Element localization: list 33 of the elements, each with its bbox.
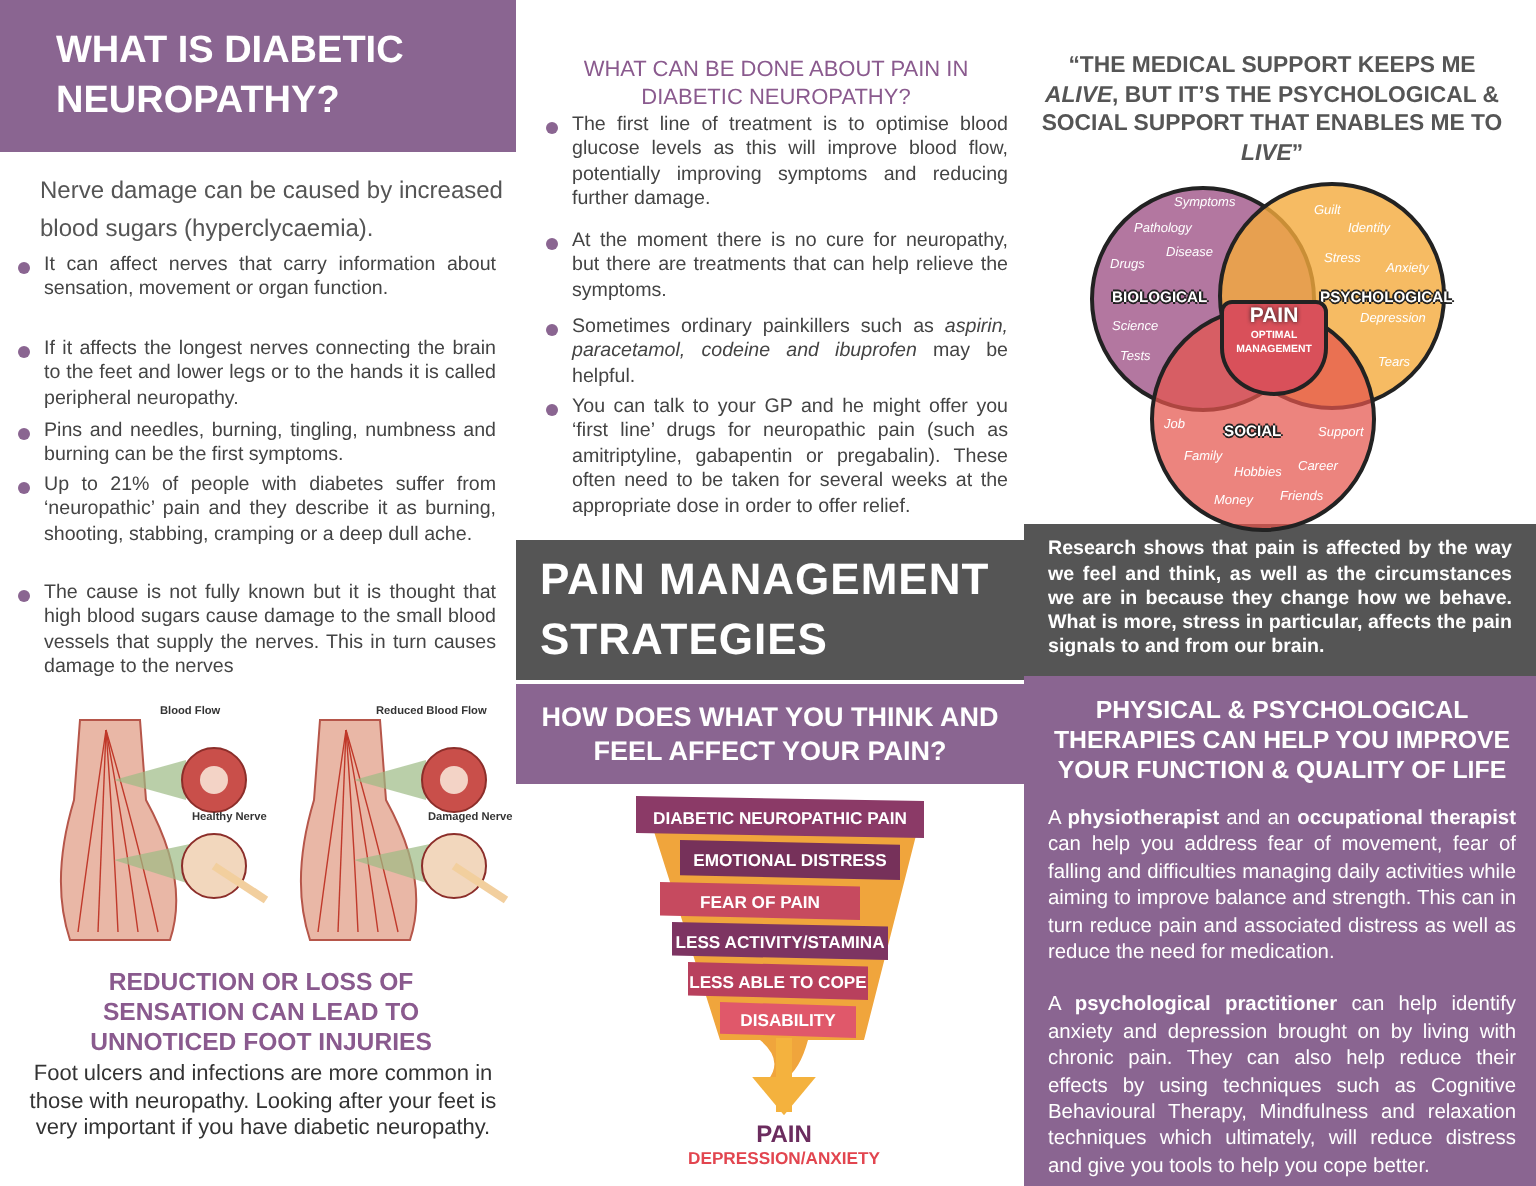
outcome-text: DEPRESSION/ANXIETY	[686, 1148, 882, 1168]
panel-paragraph: A psychological practitioner can help identify anxiety and depression brought on by living with chronic pain. They can also help reduce their effects by using techniques such as Cognitive Behavioural Therapy, Mindfulness and relaxation techniques which ultimately, will reduce distress and give you tools to help you cope better.	[1048, 992, 1516, 1181]
funnel-band: LESS ACTIVITY/STAMINA	[672, 922, 888, 960]
bullet-item: The first line of treatment is to optimise blood glucose levels as this will improve blood flow, potentially improving symptoms and reducing further damage.	[544, 114, 1008, 214]
heading-band: HOW DOES WHAT YOU THINK AND FEEL AFFECT YOUR PAIN?	[516, 684, 1024, 784]
bullet-item: Sometimes ordinary painkillers such as aspirin, paracetamol, codeine and ibuprofen may be helpful.	[544, 316, 1008, 391]
info-panel: Research shows that pain is affected by the way we feel and think, as well as the circumstances we are in because they change how we behave. What is more, stress in particular, affects the pain signals to and from our brain.	[1024, 524, 1536, 676]
section-heading: REDUCTION OR LOSS OF SENSATION CAN LEAD TO UNNOTICED FOOT INJURIES	[88, 968, 434, 1058]
bullet-item: Pins and needles, burning, tingling, numbness and burning can be the first symptoms.	[16, 420, 496, 470]
bullet-item: If it affects the longest nerves connecting the brain to the feet and lower legs or to the hands it is called peripheral neuropathy.	[16, 338, 496, 413]
funnel-band: DISABILITY	[720, 1002, 856, 1038]
panel-paragraph: A physiotherapist and an occupational therapist can help you address fear of movement, fear of falling and difficulties managing daily activities while aiming to improve balance and strength. This can in turn reduce pain and associated distress as well as reduce the need for medication.	[1048, 806, 1516, 967]
funnel-band: DIABETIC NEUROPATHIC PAIN	[636, 796, 924, 838]
panel-heading: PHYSICAL & PSYCHOLOGICAL THERAPIES CAN HELP YOU IMPROVE YOUR FUNCTION & QUALITY OF LIFE	[1051, 696, 1513, 786]
outcome-heading: PAIN	[754, 1120, 814, 1148]
bullet-item: It can affect nerves that carry information about sensation, movement or organ function.	[16, 254, 496, 304]
bullet-item: Up to 21% of people with diabetes suffer from ‘neuropathic’ pain and they describe it as burning, shooting, stabbing, cramping or a deep dull ache.	[16, 474, 496, 549]
bullet-item: The cause is not fully known but it is thought that high blood sugars cause damage to the small blood vessels that supply the nerves. This in turn causes damage to the nerves	[16, 582, 496, 682]
arrow	[752, 1038, 816, 1116]
body-text: Foot ulcers and infections are more common in those with neuropathy. Looking after your feet is very important if you have diabetic neuropathy.	[28, 1062, 498, 1144]
intro-text: Nerve damage can be caused by increased blood sugars (hyperclycaemia).	[40, 174, 505, 246]
center-heading: PAIN	[1247, 304, 1301, 328]
section-band: PAIN MANAGEMENT STRATEGIES	[516, 540, 1024, 680]
bullet-item: At the moment there is no cure for neuropathy, but there are treatments that can help relieve the symptoms.	[544, 230, 1008, 305]
center-shield	[1220, 300, 1328, 396]
funnel-band: FEAR OF PAIN	[660, 882, 860, 920]
bullet-item: You can talk to your GP and he might offer you ‘first line’ drugs for neuropathic pain (such as amitriptyline, gabapentin or pregabalin). These often need to be taken for several weeks at the appropriate dose in order to offer relief.	[544, 396, 1008, 521]
therapy-panel	[1024, 676, 1536, 1186]
quote-heading: “THE MEDICAL SUPPORT KEEPS ME ALIVE, BUT IT’S THE PSYCHOLOGICAL & SOCIAL SUPPORT THAT ENABLES ME TO LIVE”	[1040, 52, 1504, 169]
title-band: WHAT IS DIABETIC NEUROPATHY?	[0, 0, 516, 152]
funnel-band: EMOTIONAL DISTRESS	[680, 840, 900, 880]
funnel-band: LESS ABLE TO COPE	[688, 962, 868, 1000]
section-heading: WHAT CAN BE DONE ABOUT PAIN IN DIABETIC NEUROPATHY?	[581, 56, 971, 112]
